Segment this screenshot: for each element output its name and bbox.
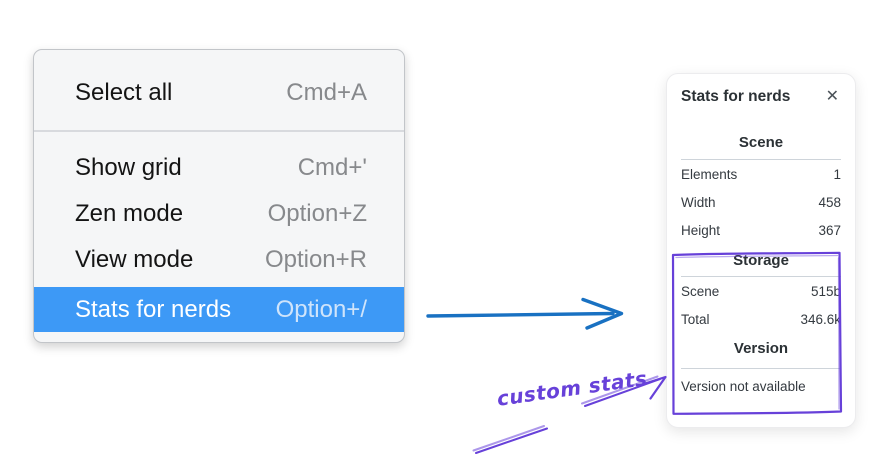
stat-value: 1: [833, 166, 841, 182]
menu-item-shortcut: Cmd+': [297, 154, 367, 181]
menu-item-shortcut: Option+R: [264, 246, 367, 273]
stat-label: Height: [681, 222, 721, 238]
context-menu: Select all Cmd+A Show grid Cmd+' Zen mod…: [33, 49, 405, 343]
menu-item-shortcut: Option+/: [275, 295, 367, 323]
stat-label: Scene: [681, 283, 720, 299]
menu-item-show-grid[interactable]: Show grid Cmd+': [34, 145, 404, 191]
stats-panel-header: Stats for nerds ✕: [681, 87, 841, 107]
section-divider: [681, 368, 841, 369]
menu-item-shortcut: Option+Z: [267, 200, 367, 227]
stat-value: 458: [818, 194, 841, 210]
version-message: Version not available: [681, 378, 806, 394]
menu-item-shortcut: Cmd+A: [286, 79, 367, 106]
stat-value: 515b: [810, 283, 841, 299]
storage-section-heading: Storage: [733, 252, 789, 269]
menu-item-label: View mode: [75, 246, 194, 273]
storage-section: Storage Scene 515b Total 346.6k: [681, 251, 841, 333]
close-icon[interactable]: ✕: [825, 88, 839, 105]
menu-item-select-all[interactable]: Select all Cmd+A: [34, 70, 404, 116]
version-section-heading: Version: [733, 340, 789, 357]
stat-label: Elements: [681, 166, 738, 182]
stat-row-height: Height 367: [681, 216, 841, 244]
scene-section-heading: Scene: [738, 134, 784, 151]
menu-item-label: Show grid: [75, 154, 182, 181]
section-divider: [681, 159, 841, 160]
stat-row-width: Width 458: [681, 188, 841, 216]
stat-value: 346.6k: [800, 311, 841, 327]
stat-value: 367: [818, 222, 841, 238]
scene-section: Scene Elements 1 Width 458 Height 367: [681, 133, 841, 244]
stat-label: Total: [681, 311, 710, 327]
menu-item-label: Select all: [75, 79, 173, 106]
menu-item-label: Zen mode: [75, 200, 184, 227]
menu-item-stats-for-nerds[interactable]: Stats for nerds Option+/: [34, 287, 404, 332]
stat-row-elements: Elements 1: [681, 160, 841, 188]
stat-label: Width: [681, 194, 716, 210]
stats-panel-title: Stats for nerds: [681, 88, 791, 105]
menu-item-zen-mode[interactable]: Zen mode Option+Z: [34, 191, 404, 237]
menu-separator: [34, 130, 404, 132]
stats-panel: Stats for nerds ✕ Scene Elements 1 Width…: [666, 73, 856, 428]
stat-row-total-storage: Total 346.6k: [681, 305, 841, 333]
stat-row-scene-storage: Scene 515b: [681, 277, 841, 305]
menu-item-view-mode[interactable]: View mode Option+R: [34, 237, 404, 283]
menu-item-label: Stats for nerds: [75, 295, 232, 323]
version-section: Version Version not available: [681, 339, 841, 397]
custom-stats-annotation-label: custom stats: [495, 366, 649, 411]
blue-arrow-icon: [426, 297, 624, 330]
